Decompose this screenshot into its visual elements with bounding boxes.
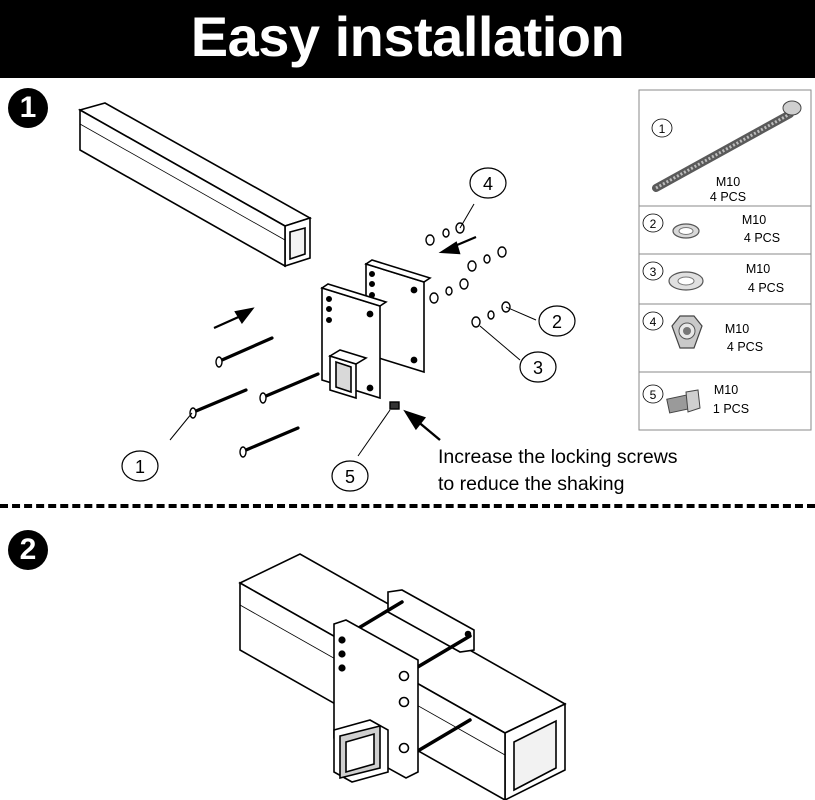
part-2-qty: 4 PCS — [744, 231, 780, 245]
bolt-heads — [189, 356, 267, 458]
assembled-receiver — [333, 719, 389, 783]
receiver-tube — [328, 349, 368, 400]
page-title: Easy installation — [190, 5, 625, 68]
locking-screw-note: Increase the locking screws to reduce th… — [438, 444, 678, 498]
part-4-number: 4 — [650, 315, 657, 329]
part-4-qty: 4 PCS — [727, 340, 763, 354]
insert-arrow-right — [438, 235, 477, 255]
assembled-bolts — [350, 600, 472, 754]
part-5-number: 5 — [650, 388, 657, 402]
note-line-2: to reduce the shaking — [438, 473, 625, 495]
callout-2-label: 2 — [552, 312, 562, 332]
header-banner — [0, 0, 815, 78]
callout-circles — [121, 167, 576, 492]
part-1-number: 1 — [659, 122, 666, 136]
callout-4-label: 4 — [483, 174, 493, 194]
part-5-qty: 1 PCS — [713, 402, 749, 416]
callout-1-label: 1 — [135, 457, 145, 477]
part-2-number: 2 — [650, 217, 657, 231]
part-2-name: M10 — [742, 213, 766, 227]
hex-nut-icon — [671, 315, 703, 349]
note-line-1: Increase the locking screws — [438, 446, 678, 468]
locking-screw-arrow — [403, 409, 441, 441]
part-1-name: M10 — [716, 175, 740, 189]
parts-list-panel: 1 M10 4 PCS 2 M10 4 PCS 3 M10 4 PCS 4 M1… — [638, 89, 812, 431]
section-divider — [0, 504, 815, 508]
part-1-qty: 4 PCS — [710, 190, 746, 204]
callout-5-label: 5 — [345, 467, 355, 487]
square-tube — [77, 102, 312, 268]
part-3-number: 3 — [650, 265, 657, 279]
rear-bracket-plate — [364, 259, 432, 374]
part-3-qty: 4 PCS — [748, 281, 784, 295]
lock-washer-icon — [672, 223, 700, 239]
hardware-stack — [389, 222, 511, 410]
part-5-name: M10 — [714, 383, 738, 397]
part-3-name: M10 — [746, 262, 770, 276]
step-2-assembled-diagram — [238, 553, 567, 800]
flat-washer-icon — [668, 271, 704, 291]
locking-screw-icon — [666, 389, 701, 414]
step-2-badge: 2 — [8, 530, 48, 570]
carriage-bolts — [194, 336, 320, 452]
insert-arrow-left — [213, 307, 255, 330]
carriage-bolt-icon — [652, 100, 802, 192]
part-4-name: M10 — [725, 322, 749, 336]
callout-3-label: 3 — [533, 358, 543, 378]
callout-leaders — [169, 203, 537, 457]
step-1-exploded-diagram: 1 2 3 4 5 — [77, 102, 576, 492]
step-1-badge: 1 — [8, 88, 48, 128]
